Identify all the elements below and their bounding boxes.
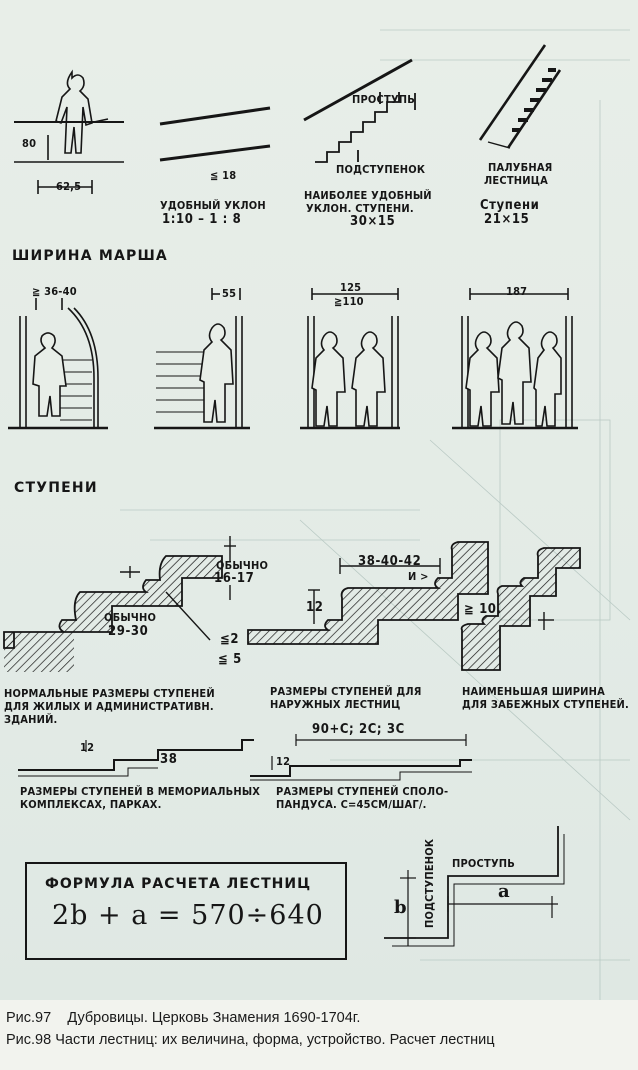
steps-title: СТУПЕНИ bbox=[14, 480, 98, 496]
best-slope-size: 30×15 bbox=[350, 214, 396, 229]
winder-min-label: ≧ 10. bbox=[464, 602, 502, 617]
gentle-slope-label: УДОБНЫЙ УКЛОН bbox=[160, 199, 266, 212]
memorial-caption-2: КОМПЛЕКСАХ, ПАРКАХ. bbox=[20, 798, 162, 811]
best-slope-label-2: УКЛОН. СТУПЕНИ. bbox=[306, 202, 414, 215]
flight-width-panels bbox=[8, 288, 578, 430]
formula-box bbox=[25, 862, 347, 960]
winder-caption-1: НАИМЕНЬШАЯ ШИРИНА bbox=[462, 685, 606, 698]
ramp-caption-2: ПАНДУСА. С=45СМ/ШАГ/. bbox=[276, 798, 427, 811]
outdoor-riser-label: 12 bbox=[306, 600, 324, 615]
winder-steps bbox=[460, 547, 581, 671]
residential-tread-value: 29-30 bbox=[108, 624, 149, 639]
flight-dim-2: 55 bbox=[222, 287, 237, 300]
formula-riser-label: ПОДСТУПЕНОК bbox=[423, 838, 436, 928]
caption-fig97: Рис.97 Дубровицы. Церковь Знамения 1690-… bbox=[6, 1010, 360, 1026]
memorial-caption-1: РАЗМЕРЫ СТУПЕНЕЙ В МЕМОРИАЛЬНЫХ bbox=[20, 785, 261, 798]
ramp-steps bbox=[250, 734, 472, 781]
ship-steps-label: Ступени bbox=[480, 198, 540, 213]
best-slope-stair bbox=[303, 58, 416, 163]
flight-dim-4: ≧110 bbox=[334, 295, 364, 308]
formula-b-label: b bbox=[394, 897, 407, 918]
formula-a-label: a bbox=[498, 881, 510, 902]
caption-fig98-extra: Расчет лестниц bbox=[389, 1032, 495, 1048]
residential-caption-1: НОРМАЛЬНЫЕ РАЗМЕРЫ СТУПЕНЕЙ bbox=[4, 687, 215, 700]
outdoor-nose-label: и > bbox=[408, 570, 429, 583]
winder-caption-2: ДЛЯ ЗАБЕЖНЫХ СТУПЕНЕЙ. bbox=[462, 698, 629, 711]
ship-ladder-label-2: ЛЕСТНИЦА bbox=[484, 174, 549, 187]
caption-fig98: Рис.98 Части лестниц: их величина, форма… bbox=[6, 1032, 495, 1048]
residential-riser-note: ОБЫЧНО bbox=[216, 559, 269, 572]
ramp-caption-1: РАЗМЕРЫ СТУПЕНЕЙ СПОЛО- bbox=[276, 785, 449, 798]
memorial-steps bbox=[18, 739, 254, 777]
gentle-ratio-label: 1:10 – 1 : 8 bbox=[162, 212, 242, 227]
formula-step-diagram bbox=[384, 826, 565, 947]
formula-tread-label: ПРОСТУПЬ bbox=[452, 857, 516, 870]
residential-steps bbox=[3, 536, 236, 672]
caption-fig98-text: Части лестниц: их величина, форма, устро… bbox=[55, 1032, 386, 1048]
outdoor-caption-1: РАЗМЕРЫ СТУПЕНЕЙ ДЛЯ bbox=[270, 685, 422, 698]
rail-height-label: 80 bbox=[22, 137, 37, 150]
flight-dim-5: 187 bbox=[506, 285, 528, 298]
caption-fig98-num: Рис.98 bbox=[6, 1032, 52, 1048]
residential-caption-2: ДЛЯ ЖИЛЫХ И АДМИНИСТРАТИВН. bbox=[4, 700, 214, 713]
ship-steps-size: 21×15 bbox=[484, 212, 530, 227]
ship-ladder bbox=[478, 44, 562, 149]
formula-expression: 2b + a = 570÷640 bbox=[52, 900, 324, 931]
best-slope-label-1: НАИБОЛЕЕ УДОБНЫЙ bbox=[304, 189, 432, 202]
residential-riser-value: 16-17 bbox=[214, 571, 255, 586]
gentle-slope-lines bbox=[159, 106, 271, 162]
person-railing-figure bbox=[14, 69, 124, 194]
formula-title: ФОРМУЛА РАСЧЕТА ЛЕСТНИЦ bbox=[45, 876, 312, 892]
memorial-riser-label: 12 bbox=[80, 741, 95, 754]
outdoor-tread-label: 38-40-42 bbox=[358, 554, 422, 569]
caption-fig97-num: Рис.97 bbox=[6, 1010, 52, 1026]
outdoor-steps bbox=[247, 541, 489, 645]
residential-caption-3: ЗДАНИЙ. bbox=[4, 713, 58, 726]
caption-fig97-extra: 1690-1704г. bbox=[283, 1010, 361, 1026]
flight-width-title: ШИРИНА МАРША bbox=[12, 248, 168, 264]
memorial-tread-label: 38 bbox=[160, 752, 178, 767]
residential-tread-note: ОБЫЧНО bbox=[104, 611, 157, 624]
ship-ladder-label-1: ПАЛУБНАЯ bbox=[488, 161, 553, 174]
riser-label: ПОДСТУПЕНОК bbox=[336, 163, 426, 176]
tread-label: ПРОСТУПЬ bbox=[352, 93, 416, 106]
gentle-angle-label: ≦ 18 bbox=[210, 169, 237, 182]
ramp-dims-label: 90+С; 2С; 3С bbox=[312, 722, 405, 737]
outdoor-caption-2: НАРУЖНЫХ ЛЕСТНИЦ bbox=[270, 698, 401, 711]
flight-dim-1: ≧ 36-40 bbox=[32, 285, 77, 298]
residential-angle-b: ≦ 5 bbox=[218, 652, 242, 667]
caption-fig97-text: Дубровицы. Церковь Знамения bbox=[67, 1010, 280, 1026]
residential-angle-a: ≦2 bbox=[220, 632, 240, 647]
drawing-linework bbox=[3, 29, 631, 1000]
ramp-riser-label: 12 bbox=[276, 755, 291, 768]
rail-width-label: 62,5 bbox=[56, 180, 82, 193]
flight-dim-3: 125 bbox=[340, 281, 362, 294]
drawing-sheet bbox=[0, 0, 638, 1000]
